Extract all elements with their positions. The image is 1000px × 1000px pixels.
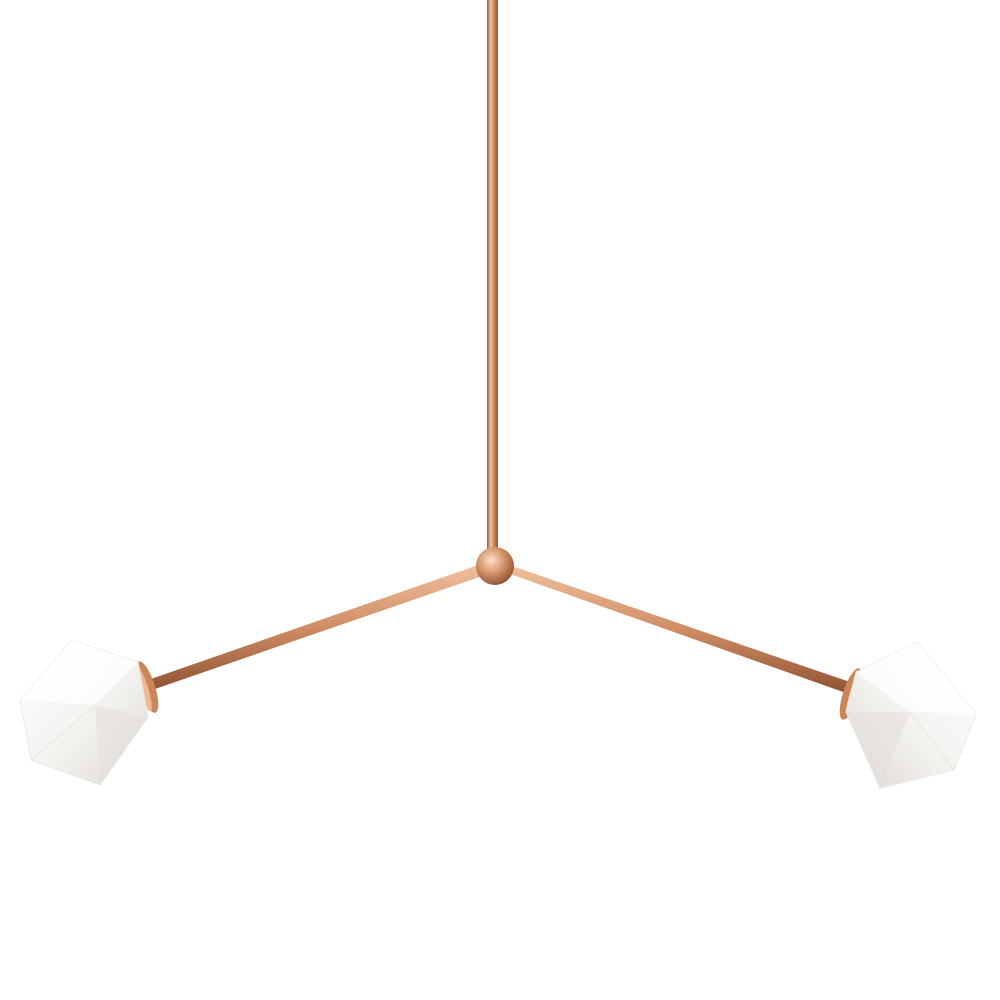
right-shade xyxy=(845,641,977,789)
left-arm xyxy=(148,563,488,690)
down-rod xyxy=(487,0,498,550)
right-arm xyxy=(506,564,850,693)
hub-ball xyxy=(476,547,514,585)
left-shade xyxy=(19,639,149,786)
